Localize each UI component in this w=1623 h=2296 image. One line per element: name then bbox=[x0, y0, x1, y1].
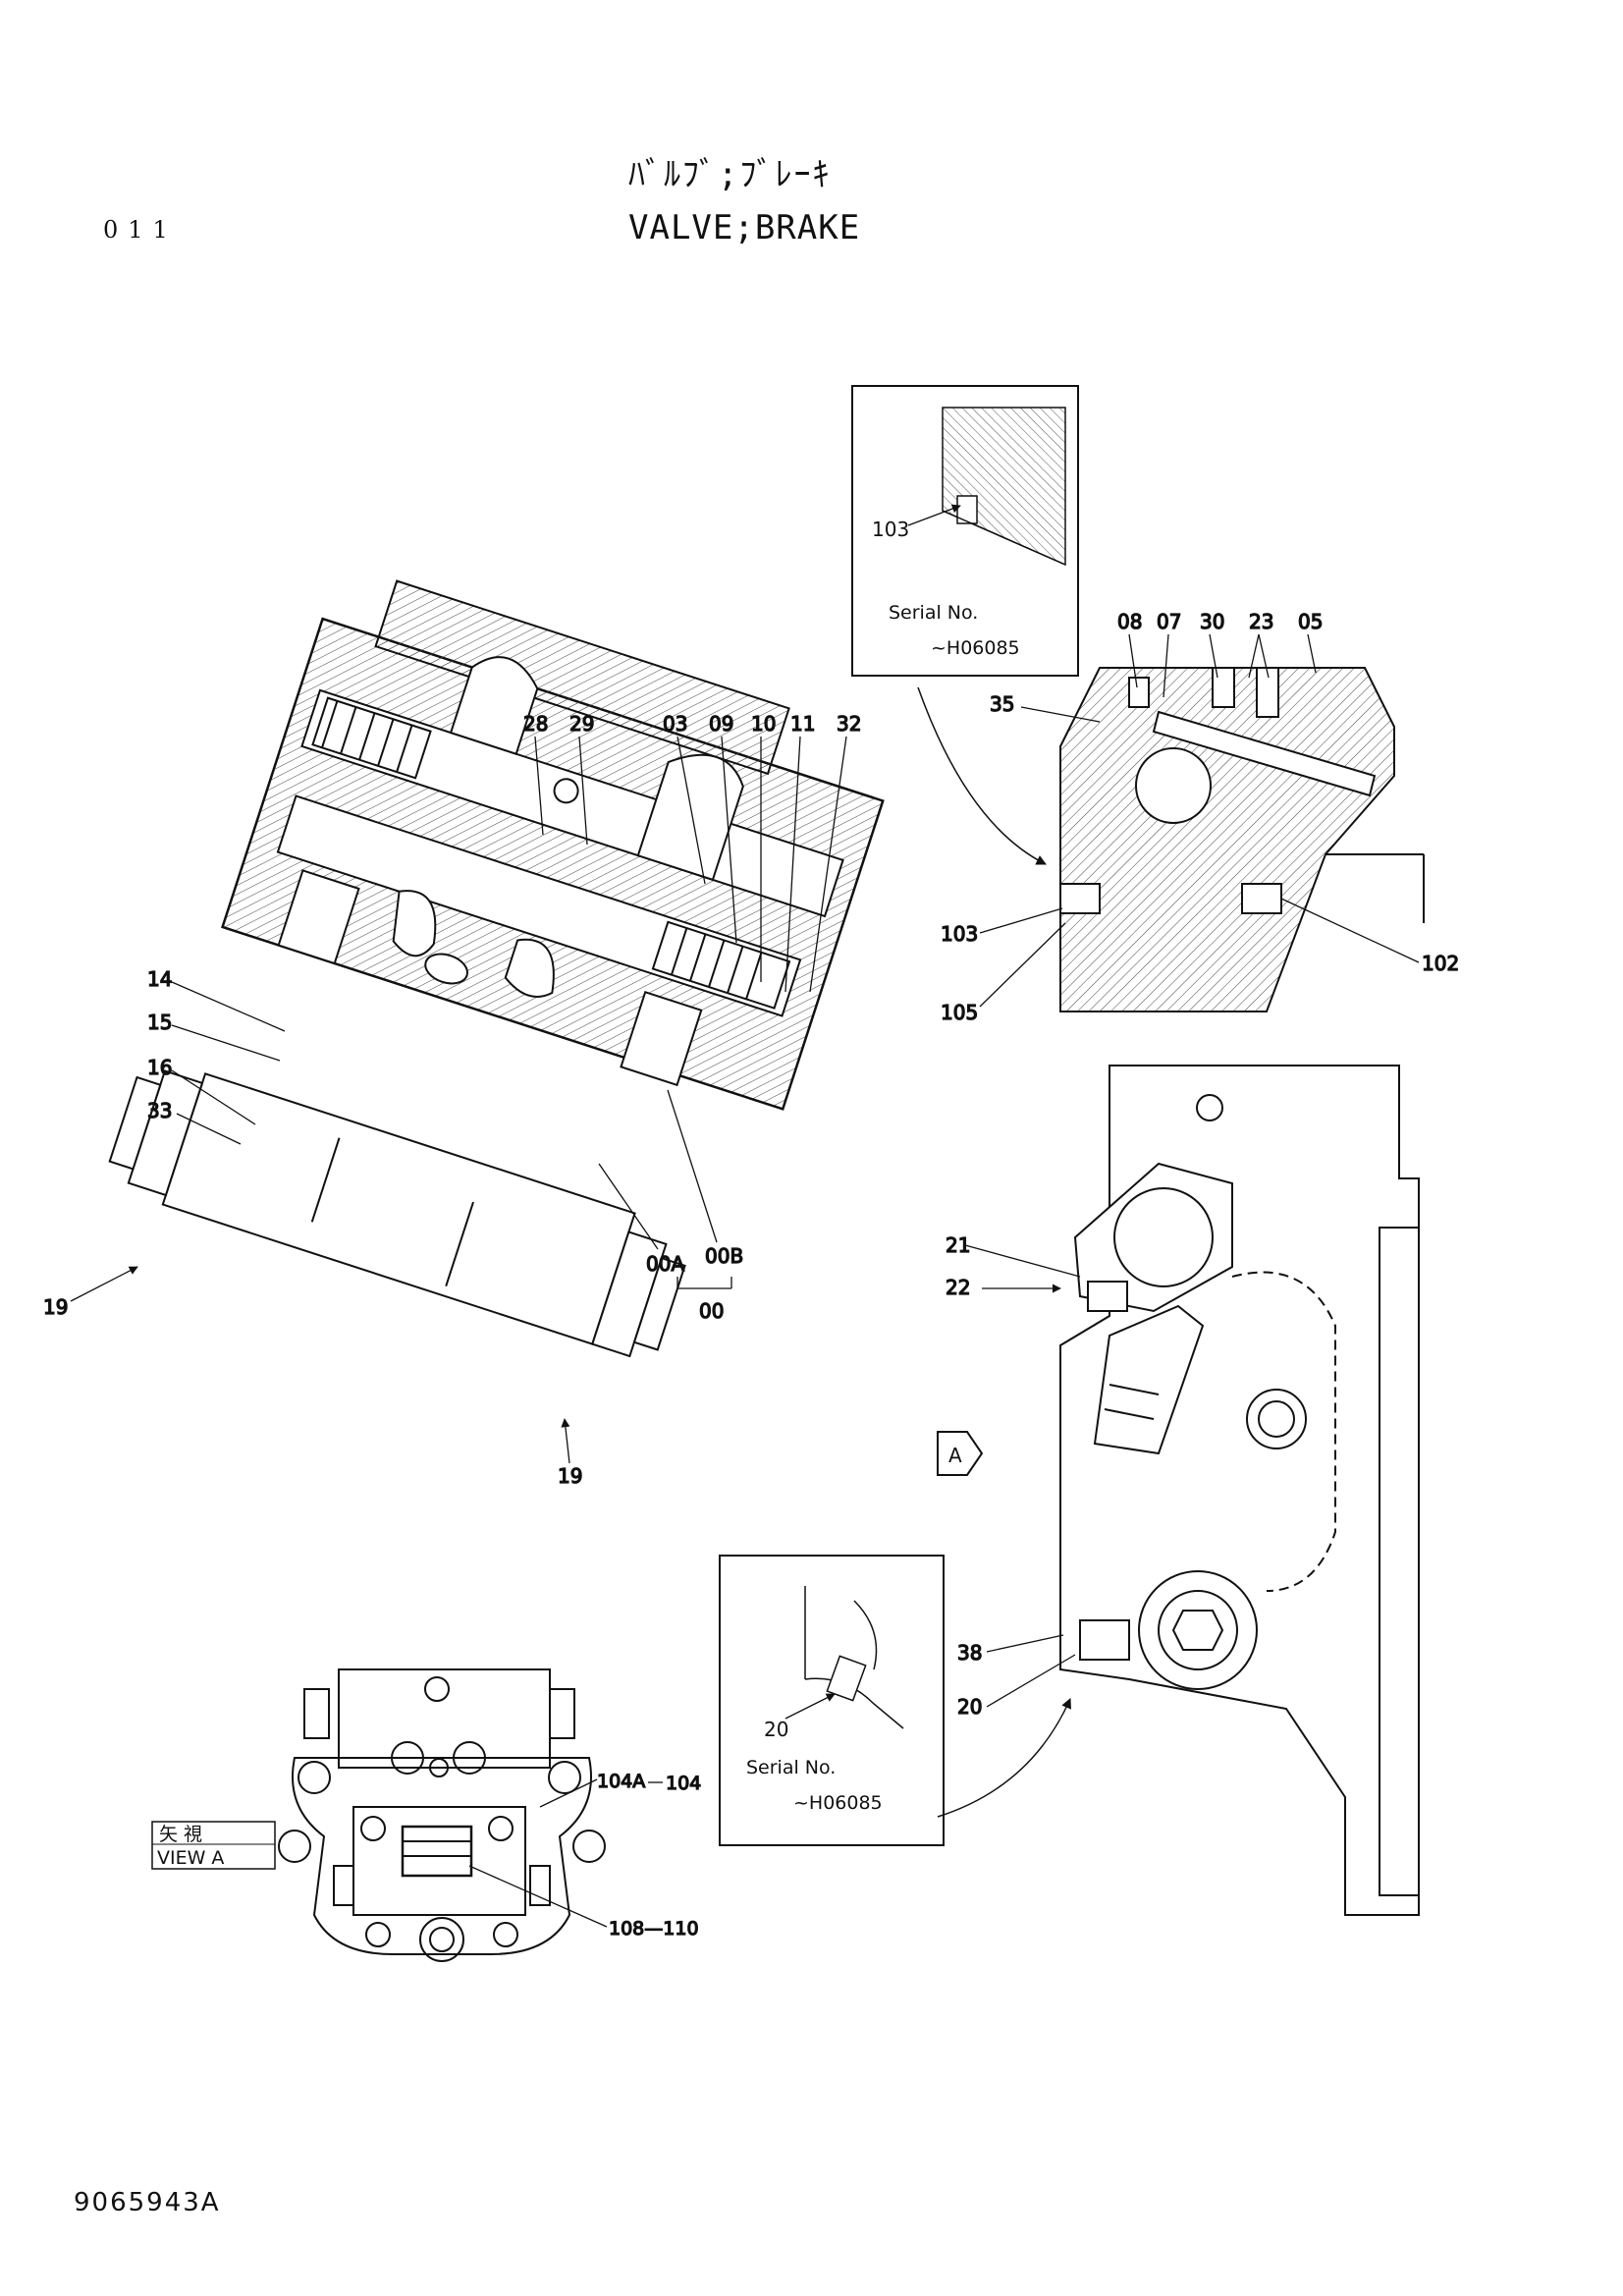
inset-top: 103 Serial No. ~H06085 bbox=[851, 385, 1079, 677]
inset-bottom-part-label: 20 bbox=[764, 1718, 788, 1741]
label-28: 28 bbox=[523, 712, 548, 736]
label-00A: 00A bbox=[646, 1252, 684, 1276]
label-22: 22 bbox=[946, 1276, 970, 1299]
main-valve-section bbox=[108, 579, 885, 1358]
label-19-left: 19 bbox=[43, 1295, 68, 1319]
label-104: 104 bbox=[666, 1773, 701, 1794]
inset-bottom: 20 Serial No. ~H06085 bbox=[719, 1555, 945, 1846]
label-38: 38 bbox=[957, 1641, 982, 1665]
label-32: 32 bbox=[837, 712, 861, 736]
label-15: 15 bbox=[147, 1011, 172, 1034]
label-10: 10 bbox=[751, 712, 776, 736]
bottom-view-labels: 104A 104 108—110 bbox=[468, 1770, 702, 1941]
title-japanese: ﾊﾞﾙﾌﾞ;ﾌﾞﾚｰｷ bbox=[628, 155, 832, 194]
label-102: 102 bbox=[1422, 952, 1459, 975]
inset-bottom-serial-range: ~H06085 bbox=[793, 1792, 883, 1814]
label-33: 33 bbox=[147, 1099, 172, 1122]
label-11: 11 bbox=[790, 712, 815, 736]
label-05: 05 bbox=[1298, 610, 1323, 633]
label-09: 09 bbox=[709, 712, 733, 736]
label-20: 20 bbox=[957, 1695, 982, 1719]
valve-top-cap bbox=[374, 579, 790, 776]
right-side-labels: 21 22 38 20 bbox=[945, 1232, 1081, 1720]
label-08: 08 bbox=[1117, 610, 1142, 633]
label-00: 00 bbox=[699, 1299, 724, 1323]
label-14: 14 bbox=[147, 967, 172, 991]
inset-bottom-serial-label: Serial No. bbox=[746, 1757, 836, 1778]
label-23: 23 bbox=[1249, 610, 1273, 633]
label-07: 07 bbox=[1157, 610, 1181, 633]
view-caption-english: VIEW A bbox=[157, 1847, 224, 1869]
right-upper-section bbox=[1059, 667, 1425, 1012]
label-00B: 00B bbox=[705, 1244, 743, 1268]
label-108-110: 108—110 bbox=[609, 1918, 699, 1940]
right-upper-labels: 08 07 30 23 05 35 103 105 102 bbox=[940, 609, 1459, 1024]
main-section-labels: 28 29 03 09 10 11 32 14 15 16 33 19 19 0… bbox=[42, 711, 862, 1488]
view-a-caption: 矢 視 VIEW A bbox=[151, 1821, 276, 1870]
label-29: 29 bbox=[569, 712, 594, 736]
label-35: 35 bbox=[990, 692, 1014, 716]
view-a-marker: A bbox=[937, 1431, 984, 1476]
label-19-bottom: 19 bbox=[558, 1464, 582, 1488]
view-a-letter: A bbox=[948, 1444, 962, 1467]
label-105: 105 bbox=[941, 1001, 978, 1024]
solenoid-body bbox=[161, 1072, 636, 1345]
page-number: 011 bbox=[103, 216, 178, 244]
inset-top-serial-range: ~H06085 bbox=[931, 637, 1020, 659]
right-side-view bbox=[1059, 1065, 1420, 1916]
label-03: 03 bbox=[663, 712, 687, 736]
label-16: 16 bbox=[147, 1056, 172, 1079]
drawing-number: 9065943A bbox=[74, 2188, 221, 2217]
view-caption-japanese: 矢 視 bbox=[159, 1824, 202, 1845]
label-104A: 104A bbox=[597, 1771, 645, 1792]
inset-top-part-label: 103 bbox=[872, 518, 909, 541]
inset-top-serial-label: Serial No. bbox=[889, 602, 978, 624]
label-103: 103 bbox=[941, 922, 978, 946]
bottom-view-a bbox=[278, 1668, 606, 1962]
label-30: 30 bbox=[1200, 610, 1224, 633]
title-english: VALVE;BRAKE bbox=[628, 208, 861, 247]
